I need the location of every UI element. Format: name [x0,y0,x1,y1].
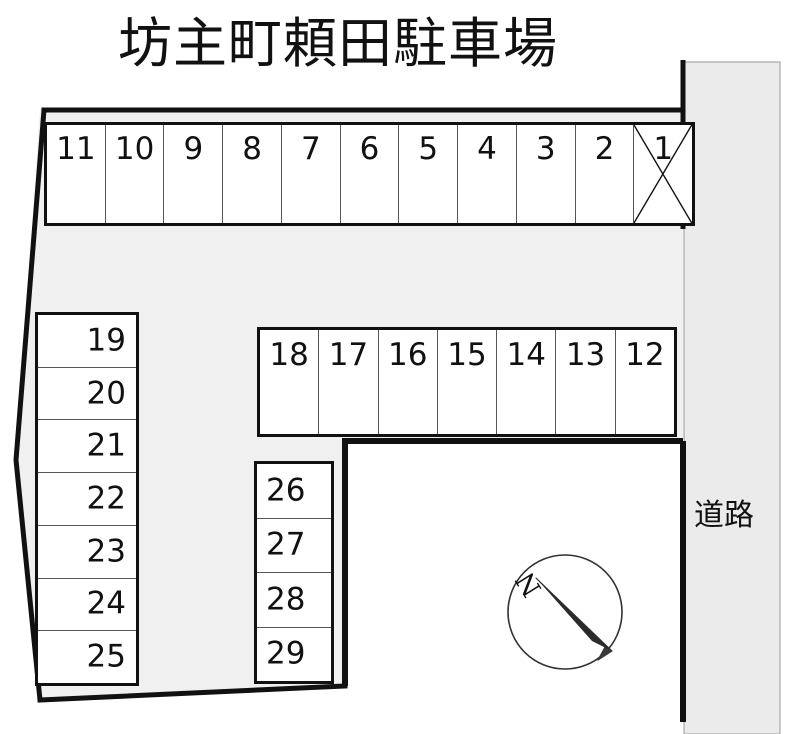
parking-stall[interactable]: 1 [633,125,693,223]
parking-stall[interactable]: 12 [614,330,674,434]
parking-stall-number: 19 [86,322,126,359]
parking-stall-number: 20 [86,375,126,412]
parking-stall-number: 8 [242,131,262,167]
parking-stall-number: 27 [266,526,306,563]
parking-stall[interactable]: 26 [257,464,331,518]
parking-stall[interactable]: 29 [257,626,331,681]
parking-stall[interactable]: 5 [398,125,458,223]
left-parking-column: 19 20 21 22 23 24 25 [35,312,139,686]
parking-stall-number: 24 [86,585,126,622]
parking-stall-number: 25 [86,638,126,675]
parking-stall[interactable]: 6 [339,125,399,223]
parking-stall-number: 4 [477,131,497,167]
parking-stall[interactable]: 11 [47,125,105,223]
parking-stall[interactable]: 19 [38,315,136,367]
parking-stall-number: 12 [625,337,665,373]
parking-stall-number: 17 [328,337,369,373]
parking-stall-number: 22 [86,480,126,517]
parking-stall-number: 23 [86,533,126,570]
parking-stall-number: 10 [114,131,155,167]
parking-stall-number: 16 [387,337,428,373]
parking-stall-number: 14 [506,337,546,373]
parking-stall[interactable]: 10 [104,125,164,223]
parking-stall[interactable]: 8 [222,125,281,223]
parking-stall[interactable]: 14 [496,330,556,434]
parking-stall[interactable]: 4 [457,125,516,223]
parking-stall[interactable]: 17 [318,330,378,434]
parking-stall-number: 21 [86,427,126,464]
parking-stall-number: 28 [266,581,306,618]
parking-stall[interactable]: 3 [515,125,575,223]
parking-stall[interactable]: 22 [38,472,136,525]
parking-stall[interactable]: 7 [280,125,340,223]
road-label: 道路 [694,498,754,533]
parking-stall[interactable]: 23 [38,524,136,578]
parking-stall[interactable]: 16 [377,330,437,434]
parking-stall[interactable]: 18 [260,330,319,434]
parking-stall-number: 26 [266,472,306,509]
parking-stall-number: 7 [300,131,321,167]
parking-stall-number: 6 [359,131,380,167]
compass-needle-tail [536,578,612,651]
lot-boundary-court [342,438,683,686]
lot-boundary-west [13,109,47,701]
center-parking-column: 26 27 28 29 [254,461,334,684]
compass-rose: N [506,553,624,671]
top-parking-row: 11 10 9 8 7 6 5 4 3 2 1 [44,122,695,226]
parking-stall[interactable]: 15 [436,330,497,434]
parking-stall-number: 18 [269,337,309,373]
parking-stall[interactable]: 24 [38,577,136,631]
stall-crossed-out-icon [634,125,692,223]
parking-stall-number: 15 [447,337,487,373]
parking-stall-number: 13 [565,337,606,373]
parking-stall-number: 11 [56,131,96,167]
lot-boundary-south [37,683,348,703]
parking-stall[interactable]: 28 [257,572,331,627]
road-strip [683,61,781,734]
parking-stall-number: 3 [535,131,556,167]
parking-stall[interactable]: 2 [574,125,634,223]
parking-stall[interactable]: 21 [38,419,136,473]
parking-stall[interactable]: 13 [555,330,615,434]
page-title: 坊主町頼田駐車場 [118,12,558,75]
parking-stall-number: 9 [183,131,204,167]
parking-stall-number: 1 [653,131,674,167]
parking-stall-number: 29 [266,635,306,672]
middle-parking-row: 18 17 16 15 14 13 12 [257,327,677,437]
parking-stall-number: 5 [418,131,439,167]
parking-stall[interactable]: 27 [257,517,331,572]
parking-stall[interactable]: 9 [163,125,223,223]
parking-stall[interactable]: 25 [38,630,136,684]
parking-stall[interactable]: 20 [38,366,136,420]
parking-stall-number: 2 [594,131,615,167]
compass-north-letter: N [510,566,549,602]
